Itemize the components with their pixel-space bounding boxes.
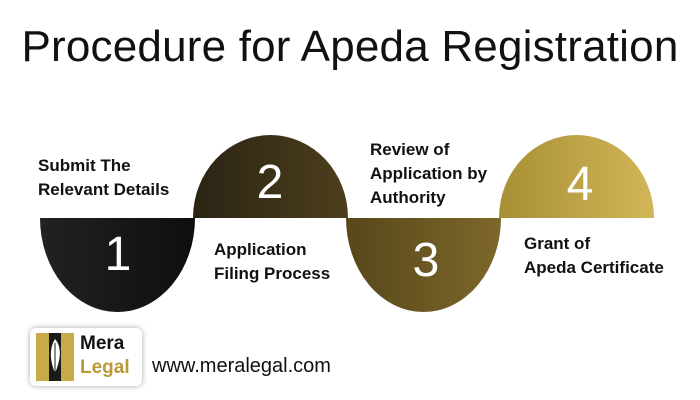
step-4-label: Grant of Apeda Certificate [524,234,664,277]
step-1-shape [40,218,195,312]
step-3-label: Review of Application by Authority [370,140,488,207]
step-4-number: 4 [567,158,594,211]
mera-legal-logo: Mera Legal [30,328,142,386]
step-3-shape [346,218,501,312]
step-2-shape [193,134,348,218]
step-2-number: 2 [257,156,284,209]
step-4-shape [499,135,654,218]
logo-text-mera: Mera [80,333,125,354]
logo-text-legal: Legal [80,357,130,378]
quill-icon [36,333,74,381]
step-3-number: 3 [413,234,440,287]
step-2-label: Application Filing Process [214,240,331,283]
step-1-label: Submit The Relevant Details [38,156,170,199]
step-1-number: 1 [105,228,132,281]
page-title: Procedure for Apeda Registration [21,22,679,71]
website-url: www.meralegal.com [152,355,331,377]
